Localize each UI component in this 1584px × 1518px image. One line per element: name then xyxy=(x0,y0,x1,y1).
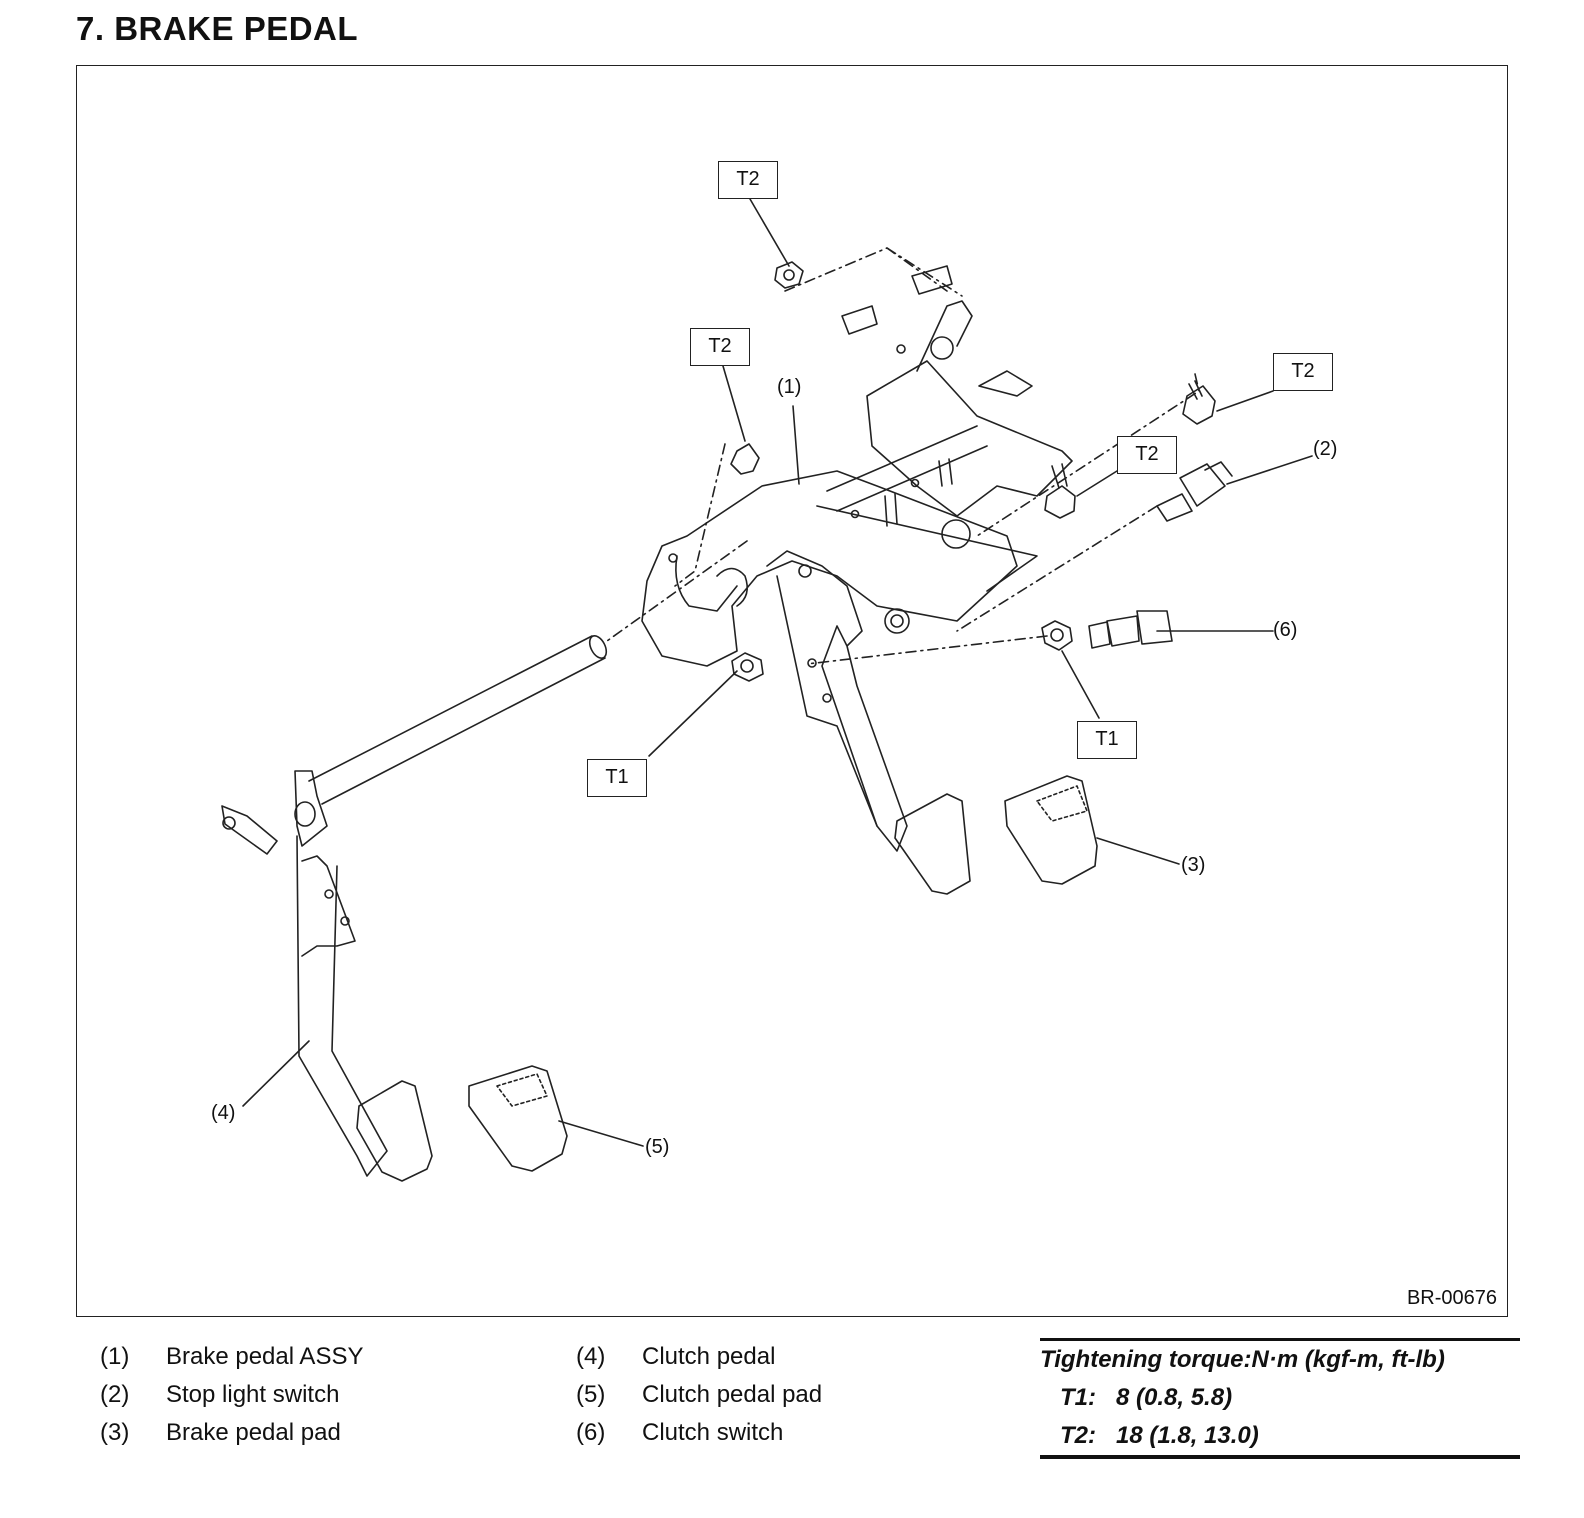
torque-tag-t2-middle: T2 xyxy=(1117,436,1177,474)
diagram-drawing xyxy=(221,198,1313,1182)
legend-number: (4) xyxy=(576,1343,606,1370)
legend-number: (1) xyxy=(100,1343,130,1370)
figure-id: BR-00676 xyxy=(1406,1287,1497,1309)
legend-number: (2) xyxy=(100,1381,130,1408)
clutch-pedal-drawing xyxy=(221,770,388,1177)
pedal-shaft xyxy=(308,635,608,805)
legend-item: (3) Brake pedal pad xyxy=(100,1414,363,1452)
legend-item: (2) Stop light switch xyxy=(100,1376,363,1414)
torque-table: Tightening torque:N·m (kgf-m, ft-lb) T1:… xyxy=(1040,1338,1520,1459)
leader-lines xyxy=(242,198,1313,1147)
legend-label: Clutch pedal pad xyxy=(642,1381,823,1408)
clutch-pedal-pad-drawing xyxy=(468,1065,568,1172)
torque-tag-t1-right: T1 xyxy=(1077,721,1137,759)
callout-4: (4) xyxy=(211,1102,236,1124)
legend-label: Brake pedal ASSY xyxy=(166,1343,364,1370)
legend-number: (3) xyxy=(100,1419,130,1446)
clutch-pedal-foot xyxy=(356,1080,433,1182)
callout-1: (1) xyxy=(777,376,802,398)
torque-key: T1: xyxy=(1060,1384,1096,1411)
torque-tag-t1-left: T1 xyxy=(587,759,647,797)
fasteners xyxy=(730,261,1216,682)
brake-pedal-assy xyxy=(641,300,1073,667)
brake-pedal-pad-drawing xyxy=(1004,775,1098,885)
torque-tag-t2-left: T2 xyxy=(690,328,750,366)
assembly-dashed-lines xyxy=(606,247,1200,665)
legend-item: (5) Clutch pedal pad xyxy=(576,1376,822,1414)
torque-tag-t2-top: T2 xyxy=(718,161,778,199)
legend-item: (6) Clutch switch xyxy=(576,1414,822,1452)
callout-5: (5) xyxy=(645,1136,670,1158)
legend-item: (4) Clutch pedal xyxy=(576,1338,822,1376)
legend-label: Clutch pedal xyxy=(642,1343,776,1370)
torque-value: 8 (0.8, 5.8) xyxy=(1116,1384,1233,1411)
legend-number: (5) xyxy=(576,1381,606,1408)
callout-2: (2) xyxy=(1313,438,1338,460)
torque-key: T2: xyxy=(1060,1422,1096,1449)
legend-item: (1) Brake pedal ASSY xyxy=(100,1338,363,1376)
callout-6: (6) xyxy=(1273,619,1298,641)
torque-tag-t2-right: T2 xyxy=(1273,353,1333,391)
callout-3: (3) xyxy=(1181,854,1206,876)
torque-row: T2: 18 (1.8, 13.0) xyxy=(1040,1417,1520,1455)
legend-number: (6) xyxy=(576,1419,606,1446)
legend-label: Brake pedal pad xyxy=(166,1419,341,1446)
legend-label: Clutch switch xyxy=(642,1419,784,1446)
legend-label: Stop light switch xyxy=(166,1381,340,1408)
page-title: 7. BRAKE PEDAL xyxy=(76,10,359,47)
legend-left: (1) Brake pedal ASSY (2) Stop light switch… xyxy=(100,1338,363,1452)
torque-header: Tightening torque:N·m (kgf-m, ft-lb) xyxy=(1040,1346,1445,1373)
stop-light-switch-drawing xyxy=(1156,461,1233,522)
torque-value: 18 (1.8, 13.0) xyxy=(1116,1422,1259,1449)
torque-row: T1: 8 (0.8, 5.8) xyxy=(1040,1379,1520,1417)
exploded-diagram: T2 T2 T2 T2 T1 T1 (1) (2) (3) (4) (5) (6… xyxy=(76,65,1508,1317)
clutch-switch-drawing xyxy=(1088,610,1173,649)
brake-pedal-foot xyxy=(894,793,971,895)
legend-middle: (4) Clutch pedal (5) Clutch pedal pad (6) C… xyxy=(576,1338,822,1452)
brake-pedal-arm xyxy=(766,550,910,852)
